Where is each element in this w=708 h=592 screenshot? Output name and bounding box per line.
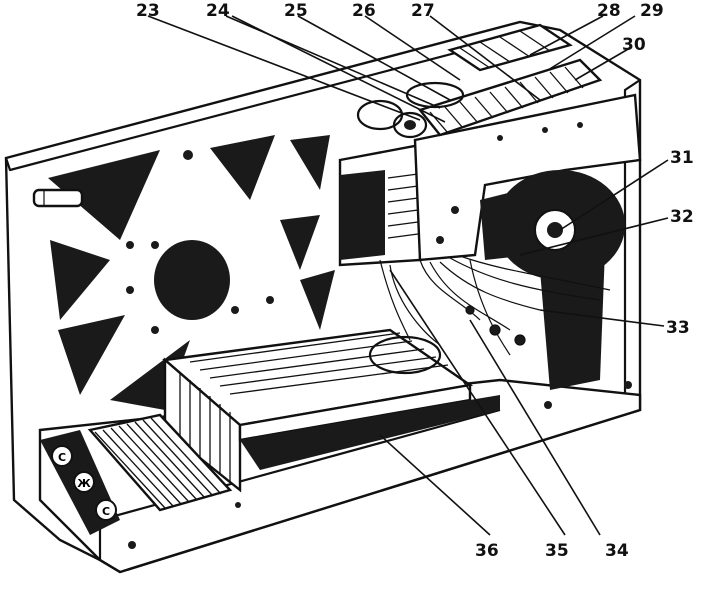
callout-25: 25	[284, 1, 308, 21]
cutout-triangle-left	[50, 240, 110, 320]
callout-34: 34	[605, 541, 629, 561]
svg-text:Ж: Ж	[77, 477, 91, 490]
cutout-triangle-mid-right	[280, 215, 320, 270]
callout-30: 30	[622, 35, 646, 55]
callout-labels: 23 24 25 26 27 28 29 30 31 32 33 34 35 3…	[136, 1, 694, 561]
callout-29: 29	[640, 1, 664, 21]
cutout-triangle-upper-left	[48, 150, 160, 240]
callout-31: 31	[670, 148, 694, 168]
terminal-block: C Ж C	[40, 430, 120, 535]
callout-36: 36	[475, 541, 499, 561]
callout-24: 24	[206, 1, 230, 21]
heatsink	[87, 413, 233, 512]
relay-block	[338, 143, 422, 267]
transformer-base	[240, 395, 500, 470]
callout-26: 26	[352, 1, 376, 21]
side-bolt	[32, 188, 84, 208]
cutout-triangle-lower-left	[58, 315, 125, 395]
transformer-core	[162, 328, 474, 493]
callout-28: 28	[597, 1, 621, 21]
terminal-c-bottom: C	[95, 499, 117, 521]
callout-35: 35	[545, 541, 569, 561]
cutout-triangle-right	[300, 270, 335, 330]
leader-lines	[147, 15, 669, 536]
cutout-triangle-top-right	[290, 135, 330, 190]
spindle-assembly	[356, 81, 465, 139]
top-fin-pack	[417, 23, 603, 137]
callout-32: 32	[670, 207, 694, 227]
terminal-zh-middle: Ж	[73, 471, 95, 493]
callout-27: 27	[411, 1, 435, 21]
callout-23: 23	[136, 1, 160, 21]
cutout-round-center	[154, 240, 230, 320]
callout-33: 33	[666, 318, 690, 338]
svg-text:C: C	[58, 451, 66, 464]
wiring-harness	[379, 255, 611, 356]
svg-text:C: C	[102, 505, 110, 518]
front-bracket	[413, 93, 642, 262]
terminal-c-top: C	[51, 445, 73, 467]
cutout-triangle-top	[210, 135, 275, 200]
